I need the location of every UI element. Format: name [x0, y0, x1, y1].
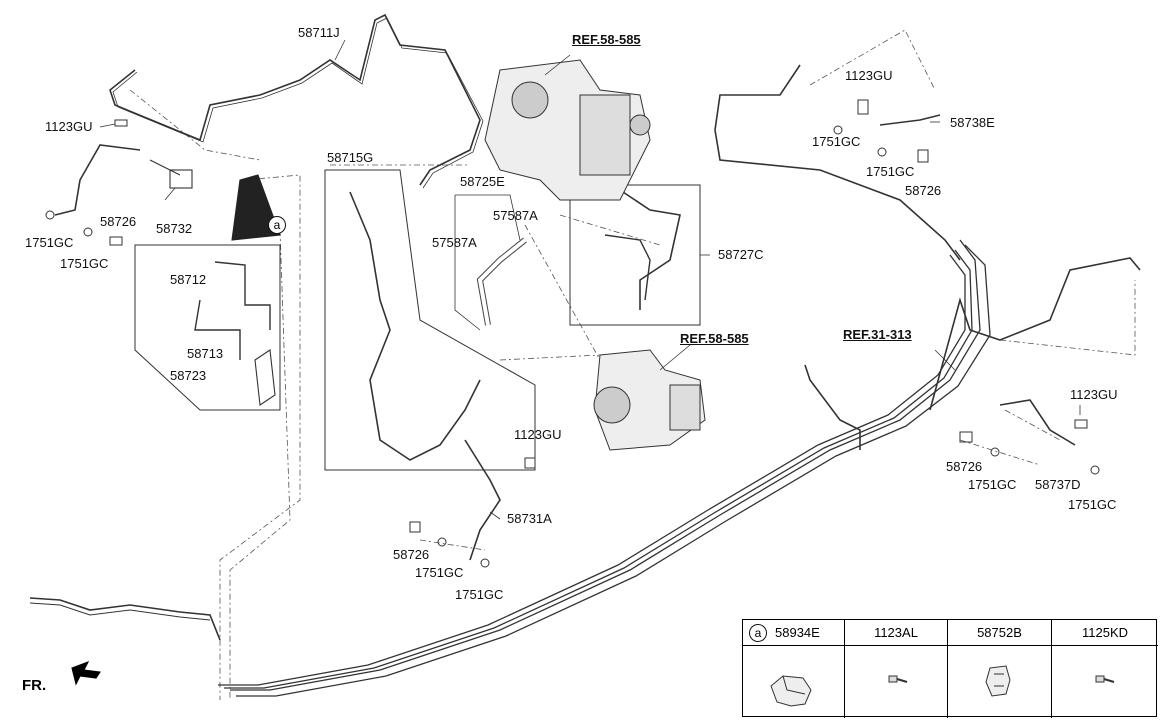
- table-cell-1125kd: [1052, 646, 1158, 718]
- label-1123gu-top-right: 1123GU: [845, 68, 893, 83]
- label-58726-right-lower: 58726: [946, 459, 983, 474]
- reference-dashed-lines: [129, 29, 1136, 700]
- table-header-a: a 58934E: [743, 620, 845, 646]
- label-1751gc-center-2: 1751GC: [455, 587, 504, 602]
- callout-a-marker: a: [268, 216, 286, 234]
- inset-box-58715g: [324, 169, 536, 471]
- ref-58-585-top[interactable]: REF.58-585: [572, 32, 641, 47]
- label-57587a-left: 57587A: [432, 235, 477, 250]
- label-58725e: 58725E: [460, 174, 505, 189]
- bolt-1125kd-icon: [1095, 675, 1115, 683]
- label-58731a: 58731A: [507, 511, 552, 526]
- label-1751gc-right-lower-1: 1751GC: [968, 477, 1017, 492]
- label-1751gc-center-1: 1751GC: [415, 565, 464, 580]
- label-58732: 58732: [156, 221, 193, 236]
- label-58727c: 58727C: [718, 247, 764, 262]
- brake-booster-top: [484, 59, 651, 201]
- label-58726-right: 58726: [905, 183, 942, 198]
- label-58726-left: 58726: [100, 214, 137, 229]
- hose-58732: [54, 144, 141, 216]
- table-header-1125kd: 1125KD: [1052, 620, 1158, 646]
- label-58712: 58712: [170, 272, 207, 287]
- table-marker-a: a: [749, 624, 767, 642]
- front-direction-label: FR.: [22, 677, 47, 694]
- label-58715g: 58715G: [327, 150, 374, 165]
- label-1751gc-left-1: 1751GC: [25, 235, 74, 250]
- label-1123gu-right-lower: 1123GU: [1070, 387, 1118, 402]
- table-cell-58752b: [948, 646, 1052, 718]
- label-1751gc-right-2: 1751GC: [866, 164, 915, 179]
- label-58737d: 58737D: [1035, 477, 1081, 492]
- label-58713: 58713: [187, 346, 224, 361]
- table-header-58752b: 58752B: [948, 620, 1052, 646]
- label-58726-center: 58726: [393, 547, 430, 562]
- ref-31-313[interactable]: REF.31-313: [843, 327, 912, 342]
- pipe-front-left: [29, 597, 221, 641]
- pipe-right-upper: [714, 64, 961, 261]
- inset-box-58727c: [569, 184, 701, 326]
- front-arrow-icon: [71, 660, 101, 686]
- bolt-1123al-icon: [888, 675, 908, 683]
- inset-box-left: [134, 244, 281, 411]
- label-1123gu-left: 1123GU: [45, 119, 93, 134]
- table-cell-1123al: [845, 646, 948, 718]
- label-1751gc-right-lower-2: 1751GC: [1068, 497, 1117, 512]
- main-brake-line-bundle: [218, 239, 991, 697]
- label-1751gc-right-1: 1751GC: [812, 134, 861, 149]
- clip-58752b-icon: [985, 665, 1011, 697]
- table-header-58934e: 58934E: [775, 625, 820, 640]
- abs-module: [593, 349, 706, 451]
- table-header-1123al: 1123AL: [845, 620, 948, 646]
- label-58723: 58723: [170, 368, 207, 383]
- ref-58-585-mid[interactable]: REF.58-585: [680, 331, 749, 346]
- clip-58934e-icon: [770, 675, 812, 707]
- label-58738e: 58738E: [950, 115, 995, 130]
- label-1123gu-center: 1123GU: [514, 427, 562, 442]
- pipe-58711j: [109, 13, 481, 186]
- parts-table: a 58934E 1123AL 58752B 1125KD: [742, 619, 1158, 718]
- table-cell-58934e: [743, 646, 845, 718]
- label-58711j: 58711J: [298, 25, 340, 40]
- label-1751gc-left-2: 1751GC: [60, 256, 109, 271]
- label-57587a-right: 57587A: [493, 208, 538, 223]
